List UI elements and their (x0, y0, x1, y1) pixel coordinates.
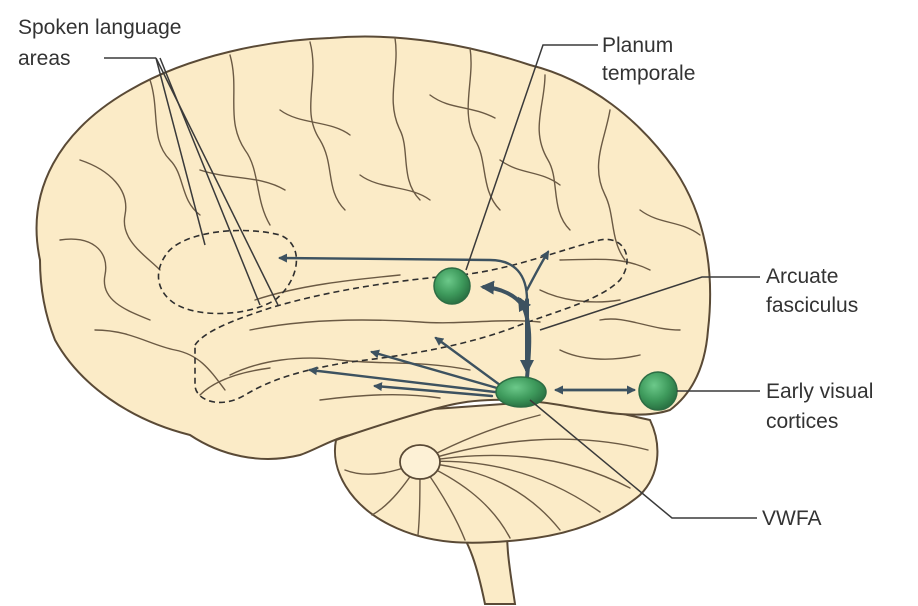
label-early-visual: Early visual (766, 380, 873, 403)
early-visual-node (639, 372, 677, 410)
label-spoken-language: Spoken language (18, 16, 181, 39)
vwfa-node (496, 377, 546, 407)
label-arcuate: Arcuate (766, 265, 838, 288)
label-temporale: temporale (602, 62, 695, 85)
pons (400, 445, 440, 479)
planum-temporale-node (434, 268, 470, 304)
label-fasciculus: fasciculus (766, 294, 858, 317)
label-planum: Planum (602, 34, 673, 57)
label-cortices: cortices (766, 410, 838, 433)
label-vwfa: VWFA (762, 507, 822, 530)
label-spoken-language-areas: areas (18, 47, 71, 70)
